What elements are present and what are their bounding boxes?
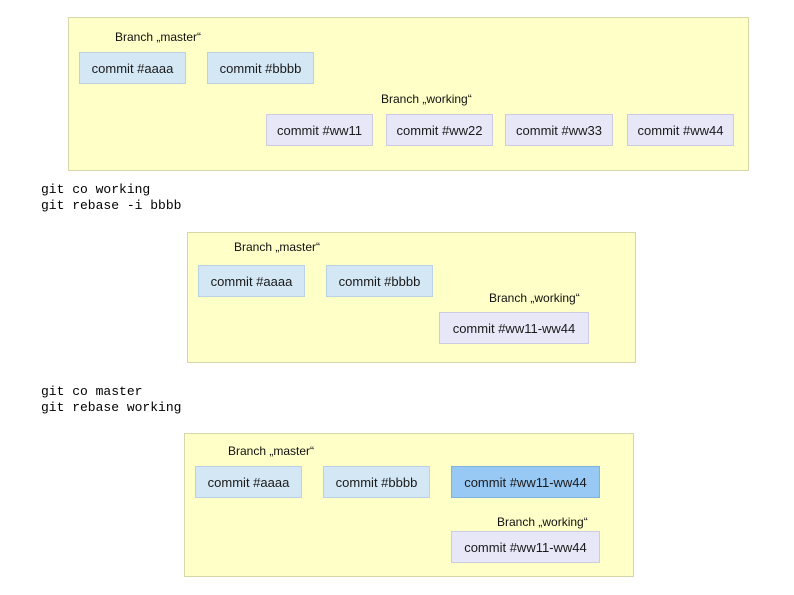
command-line: git rebase working: [41, 400, 182, 415]
diagram-panel-after-interactive-rebase: [187, 232, 636, 363]
command-line: git co master: [41, 384, 143, 399]
commit-node: commit #bbbb: [323, 466, 430, 498]
commit-node: commit #aaaa: [79, 52, 186, 84]
command-block: git co master git rebase working: [41, 384, 181, 416]
branch-master-label: Branch „master“: [228, 444, 315, 458]
commit-node: commit #aaaa: [198, 265, 305, 297]
branch-master-label: Branch „master“: [234, 240, 321, 254]
commit-node: commit #ww11-ww44: [451, 531, 600, 563]
commit-node: commit #ww11: [266, 114, 373, 146]
commit-node: commit #ww44: [627, 114, 734, 146]
commit-node: commit #aaaa: [195, 466, 302, 498]
branch-working-label: Branch „working“: [489, 291, 580, 305]
commit-node: commit #ww22: [386, 114, 493, 146]
command-block: git co working git rebase -i bbbb: [41, 182, 181, 214]
commit-node-rebased: commit #ww11-ww44: [451, 466, 600, 498]
branch-master-label: Branch „master“: [115, 30, 202, 44]
commit-node: commit #bbbb: [207, 52, 314, 84]
command-line: git rebase -i bbbb: [41, 198, 182, 213]
commit-node: commit #bbbb: [326, 265, 433, 297]
branch-working-label: Branch „working“: [497, 515, 588, 529]
command-line: git co working: [41, 182, 151, 197]
commit-node: commit #ww11-ww44: [439, 312, 589, 344]
branch-working-label: Branch „working“: [381, 92, 472, 106]
commit-node: commit #ww33: [505, 114, 613, 146]
